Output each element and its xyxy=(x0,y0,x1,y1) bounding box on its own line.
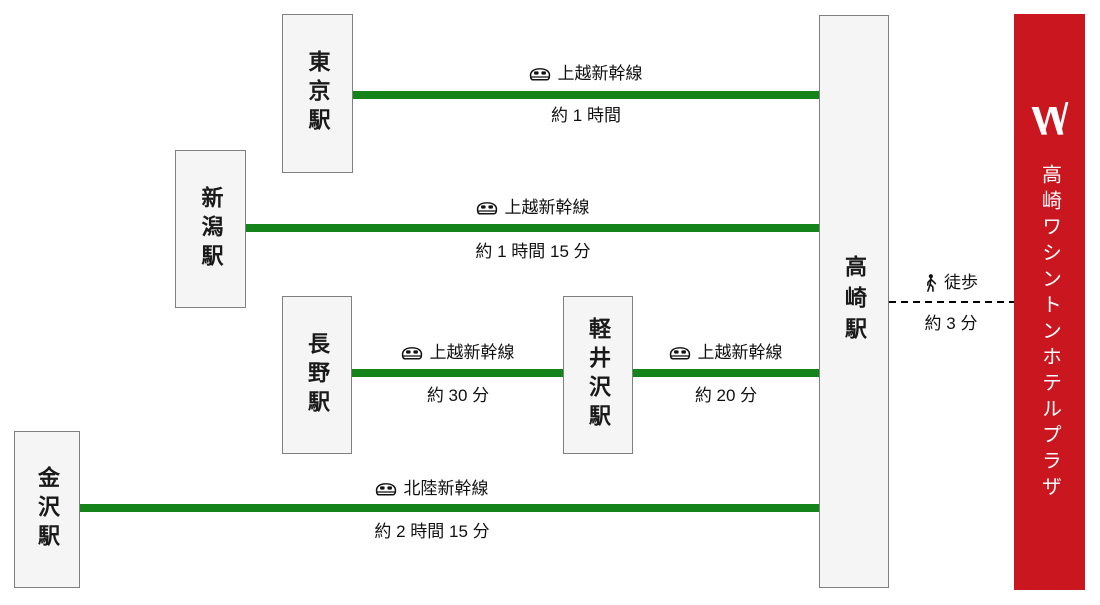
station-box-kanazawa: 金沢駅 xyxy=(14,431,80,588)
station-name-kanazawa: 金沢駅 xyxy=(35,466,60,553)
shinkansen-train-icon xyxy=(476,201,498,214)
walk-duration: 約 3 分 xyxy=(925,312,978,336)
station-name-nagano: 長野駅 xyxy=(305,331,330,419)
route-duration-kanazawa: 約 2 時間 15 分 xyxy=(374,520,489,544)
route-line-label-tokyo: 上越新幹線 xyxy=(529,62,643,86)
route-line-label-kanazawa: 北陸新幹線 xyxy=(375,477,489,501)
station-box-niigata: 新潟駅 xyxy=(175,150,246,308)
rail-line-karuizawa-takasaki xyxy=(633,369,819,377)
shinkansen-train-icon xyxy=(669,346,691,359)
route-line-name: 上越新幹線 xyxy=(557,64,643,83)
station-name-niigata: 新潟駅 xyxy=(198,185,224,273)
walk-dashed-line xyxy=(889,301,1014,303)
route-duration-text: 約 1 時間 xyxy=(551,106,621,125)
station-box-nagano: 長野駅 xyxy=(282,296,352,454)
route-line-name: 上越新幹線 xyxy=(504,198,590,217)
route-line-label-karuizawa: 上越新幹線 xyxy=(669,341,783,365)
route-line-name: 北陸新幹線 xyxy=(403,479,489,498)
route-duration-text: 約 2 時間 15 分 xyxy=(374,522,490,541)
walking-person-icon xyxy=(926,274,937,292)
walk-duration-text: 約 3 分 xyxy=(924,314,978,333)
station-box-tokyo: 東京駅 xyxy=(282,14,353,173)
route-duration-niigata: 約 1 時間 15 分 xyxy=(475,240,590,264)
route-line-name: 上越新幹線 xyxy=(697,343,783,362)
walk-label-text: 徒歩 xyxy=(944,273,978,292)
shinkansen-train-icon xyxy=(401,346,423,359)
washington-hotel-w-logo xyxy=(1031,102,1068,135)
route-duration-nagano: 約 30 分 xyxy=(427,384,489,408)
hotel-name: 高崎ワシントンホテルプラザ xyxy=(1038,164,1061,502)
rail-line-niigata-takasaki xyxy=(246,224,819,232)
rail-line-tokyo-takasaki xyxy=(353,91,819,99)
route-duration-text: 約 1 時間 15 分 xyxy=(475,242,591,261)
station-box-takasaki: 高崎駅 xyxy=(819,15,889,588)
route-duration-text: 約 20 分 xyxy=(694,386,758,405)
station-box-karuizawa: 軽井沢駅 xyxy=(563,296,633,454)
route-duration-text: 約 30 分 xyxy=(426,386,490,405)
rail-line-kanazawa-takasaki xyxy=(80,504,819,512)
hotel-banner: 高崎ワシントンホテルプラザ xyxy=(1014,14,1085,590)
station-name-takasaki: 高崎駅 xyxy=(842,255,867,348)
shinkansen-train-icon xyxy=(529,67,551,80)
rail-line-nagano-karuizawa xyxy=(352,369,563,377)
route-line-label-niigata: 上越新幹線 xyxy=(476,196,590,220)
route-line-name: 上越新幹線 xyxy=(429,343,515,362)
route-duration-karuizawa: 約 20 分 xyxy=(695,384,757,408)
route-duration-tokyo: 約 1 時間 xyxy=(551,104,621,128)
walk-label: 徒歩 xyxy=(924,271,978,295)
station-name-tokyo: 東京駅 xyxy=(305,50,331,137)
shinkansen-train-icon xyxy=(375,482,397,495)
route-line-label-nagano: 上越新幹線 xyxy=(401,341,515,365)
station-name-karuizawa: 軽井沢駅 xyxy=(586,317,611,433)
